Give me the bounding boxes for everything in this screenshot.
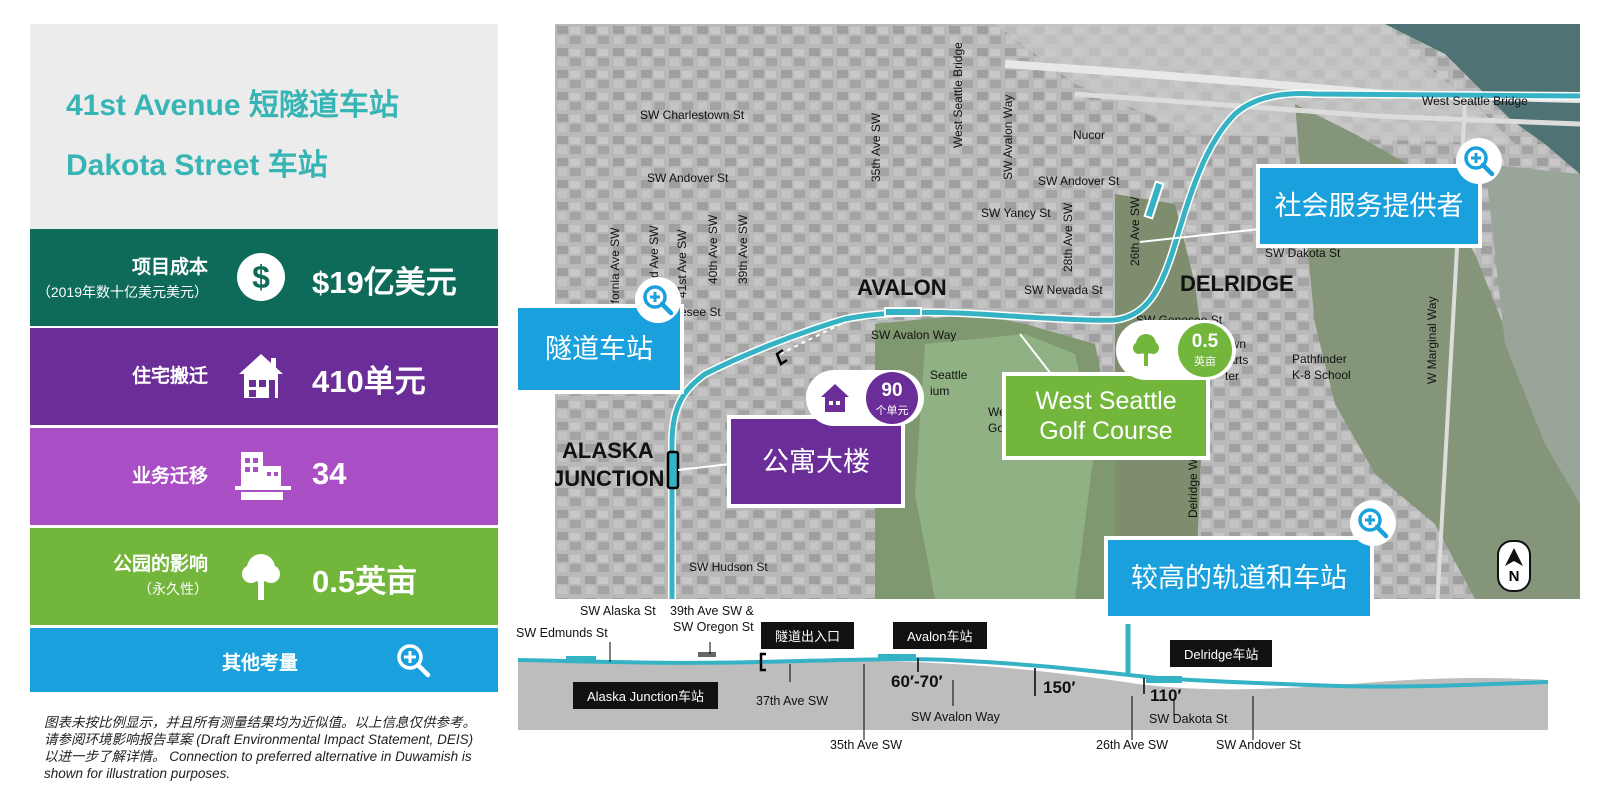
tag-alaska-junction-station: Alaska Junction车站 bbox=[573, 682, 719, 709]
stat-business: 业务迁移 34 bbox=[30, 428, 498, 525]
callout-golf-course[interactable]: West Seattle Golf Course bbox=[1006, 376, 1206, 456]
tree-icon bbox=[235, 550, 287, 602]
map-street-label: SW Dakota St bbox=[1265, 246, 1341, 260]
height-label: 110′ bbox=[1150, 686, 1182, 705]
house-icon bbox=[235, 350, 287, 402]
stat-residential-value: 410单元 bbox=[312, 364, 426, 399]
profile-street-label: 39th Ave SW & bbox=[670, 604, 754, 618]
title-box bbox=[30, 24, 498, 234]
stat-park-label: 公园的影响 bbox=[112, 554, 208, 575]
area-label-junction: JUNCTION bbox=[555, 466, 665, 491]
map-street-label-vertical: 40th Ave SW bbox=[706, 214, 720, 284]
dollar-icon: $ bbox=[235, 251, 287, 303]
map-label-bridge: West Seattle Bridge bbox=[1422, 94, 1528, 108]
park-acres-badge: 0.5 英亩 bbox=[1116, 320, 1236, 380]
profile-street-label: 35th Ave SW bbox=[830, 738, 903, 752]
map-street-label: SW Avalon Way bbox=[871, 328, 957, 342]
map-label-fragment: Go bbox=[988, 421, 1005, 435]
area-label-delridge: DELRIDGE bbox=[1180, 271, 1294, 296]
stat-cost-label: 项目成本 bbox=[131, 257, 208, 278]
profile-street-label: SW Alaska St bbox=[580, 604, 656, 618]
profile-street-label: 37th Ave SW bbox=[756, 694, 829, 708]
map-street-label-vertical: Delridge Way bbox=[1186, 446, 1200, 518]
map-street-label: SW Yancy St bbox=[981, 206, 1051, 220]
callout-tunnel-station[interactable]: 隧道车站 bbox=[518, 308, 680, 390]
other-considerations-label: 其他考量 bbox=[221, 653, 298, 674]
map-street-label: SW Charlestown St bbox=[640, 108, 745, 122]
north-label: N bbox=[1508, 568, 1520, 585]
stat-business-value: 34 bbox=[312, 456, 347, 491]
tag-tunnel-portal: 隧道出入口 bbox=[761, 622, 855, 649]
house-icon bbox=[821, 384, 849, 412]
apartment-units-badge: 90 个单元 bbox=[806, 370, 924, 426]
other-considerations-button[interactable]: 其他考量 bbox=[30, 628, 498, 692]
svg-text:$: $ bbox=[252, 259, 270, 295]
map-street-label: SW Nevada St bbox=[1024, 283, 1103, 297]
map-street-label-vertical: 26th Ave SW bbox=[1128, 196, 1142, 266]
tag-delridge-station: Delridge车站 bbox=[1170, 640, 1273, 667]
map[interactable]: SW Charlestown St SW Andover St SW Andov… bbox=[555, 24, 1580, 599]
profile-street-label: SW Andover St bbox=[1216, 738, 1301, 752]
stat-park-sublabel: （永久性） bbox=[138, 581, 208, 597]
stat-park: 公园的影响 （永久性） 0.5英亩 bbox=[30, 528, 498, 625]
map-street-label-vertical: West Seattle Bridge bbox=[951, 42, 965, 148]
elevation-profile: SW Edmunds St SW Alaska St 39th Ave SW &… bbox=[516, 604, 1549, 762]
map-street-label: SW Andover St bbox=[647, 171, 729, 185]
profile-street-label: SW Oregon St bbox=[673, 620, 754, 634]
map-label-fragment: ter bbox=[1225, 369, 1240, 383]
area-label-alaska: ALASKA bbox=[562, 438, 654, 463]
profile-street-label: SW Edmunds St bbox=[516, 626, 608, 640]
profile-graphic bbox=[517, 624, 1549, 740]
golf-line-2: Golf Course bbox=[1039, 417, 1173, 445]
title-line-2: Dakota Street 车站 bbox=[66, 149, 328, 182]
apartment-units-value: 90 bbox=[881, 380, 903, 401]
map-street-label: SW Andover St bbox=[1038, 174, 1120, 188]
map-street-label-vertical: 39th Ave SW bbox=[736, 214, 750, 284]
north-arrow-icon: N bbox=[1497, 540, 1531, 592]
map-label-fragment: esee St bbox=[680, 305, 721, 319]
map-label-fragment: Seattle bbox=[930, 368, 968, 382]
profile-street-label: SW Dakota St bbox=[1149, 712, 1228, 726]
map-label-school: K-8 School bbox=[1292, 368, 1351, 382]
zoom-icon[interactable] bbox=[635, 277, 681, 323]
title-line-1: 41st Avenue 短隧道车站 bbox=[66, 89, 399, 122]
map-label-nucor: Nucor bbox=[1073, 128, 1106, 142]
building-icon bbox=[235, 450, 291, 502]
golf-line-1: West Seattle bbox=[1035, 387, 1177, 415]
stat-business-label: 业务迁移 bbox=[131, 466, 208, 487]
zoom-icon[interactable] bbox=[395, 642, 431, 683]
area-label-avalon: AVALON bbox=[857, 275, 947, 300]
apartment-units-label: 个单元 bbox=[875, 405, 909, 417]
stat-residential: 住宅搬迁 410单元 bbox=[30, 328, 498, 425]
profile-street-label: 26th Ave SW bbox=[1096, 738, 1169, 752]
stat-cost-value: $19亿美元 bbox=[312, 265, 457, 300]
height-label: 60′-70′ bbox=[891, 672, 943, 691]
park-acres-label: 英亩 bbox=[1194, 356, 1216, 368]
callout-elevated-track[interactable]: 较高的轨道和车站 bbox=[1108, 540, 1370, 616]
stat-park-value: 0.5英亩 bbox=[312, 564, 418, 599]
map-label-fragment: Wes bbox=[988, 405, 1012, 419]
park-acres-value: 0.5 bbox=[1191, 331, 1219, 352]
callout-social-services[interactable]: 社会服务提供者 bbox=[1260, 168, 1478, 244]
map-street-label-vertical: W Marginal Way bbox=[1425, 296, 1439, 384]
callout-apartments[interactable]: 公寓大楼 bbox=[731, 419, 901, 504]
map-label-fragment: ium bbox=[930, 384, 950, 398]
zoom-icon[interactable] bbox=[1350, 500, 1396, 546]
stat-residential-label: 住宅搬迁 bbox=[131, 366, 208, 387]
map-label-school: Pathfinder bbox=[1292, 352, 1347, 366]
tag-avalon-station: Avalon车站 bbox=[893, 622, 987, 649]
map-street-label-vertical: SW Avalon Way bbox=[1001, 94, 1015, 180]
map-street-label-vertical: 28th Ave SW bbox=[1061, 202, 1075, 272]
height-label: 150′ bbox=[1043, 678, 1076, 697]
map-street-label: SW Hudson St bbox=[689, 560, 768, 574]
stat-cost-sublabel: （2019年数十亿美元美元） bbox=[36, 284, 208, 300]
zoom-icon[interactable] bbox=[1456, 138, 1502, 184]
tree-icon bbox=[1133, 334, 1159, 366]
map-street-label-vertical: 35th Ave SW bbox=[869, 112, 883, 182]
profile-street-label: SW Avalon Way bbox=[911, 710, 1000, 724]
disclaimer: 图表未按比例显示，并且所有测量结果均为近似值。以上信息仅供参考。请参阅环境影响报… bbox=[44, 715, 476, 781]
stat-cost: 项目成本 （2019年数十亿美元美元） $ $19亿美元 bbox=[30, 229, 498, 326]
